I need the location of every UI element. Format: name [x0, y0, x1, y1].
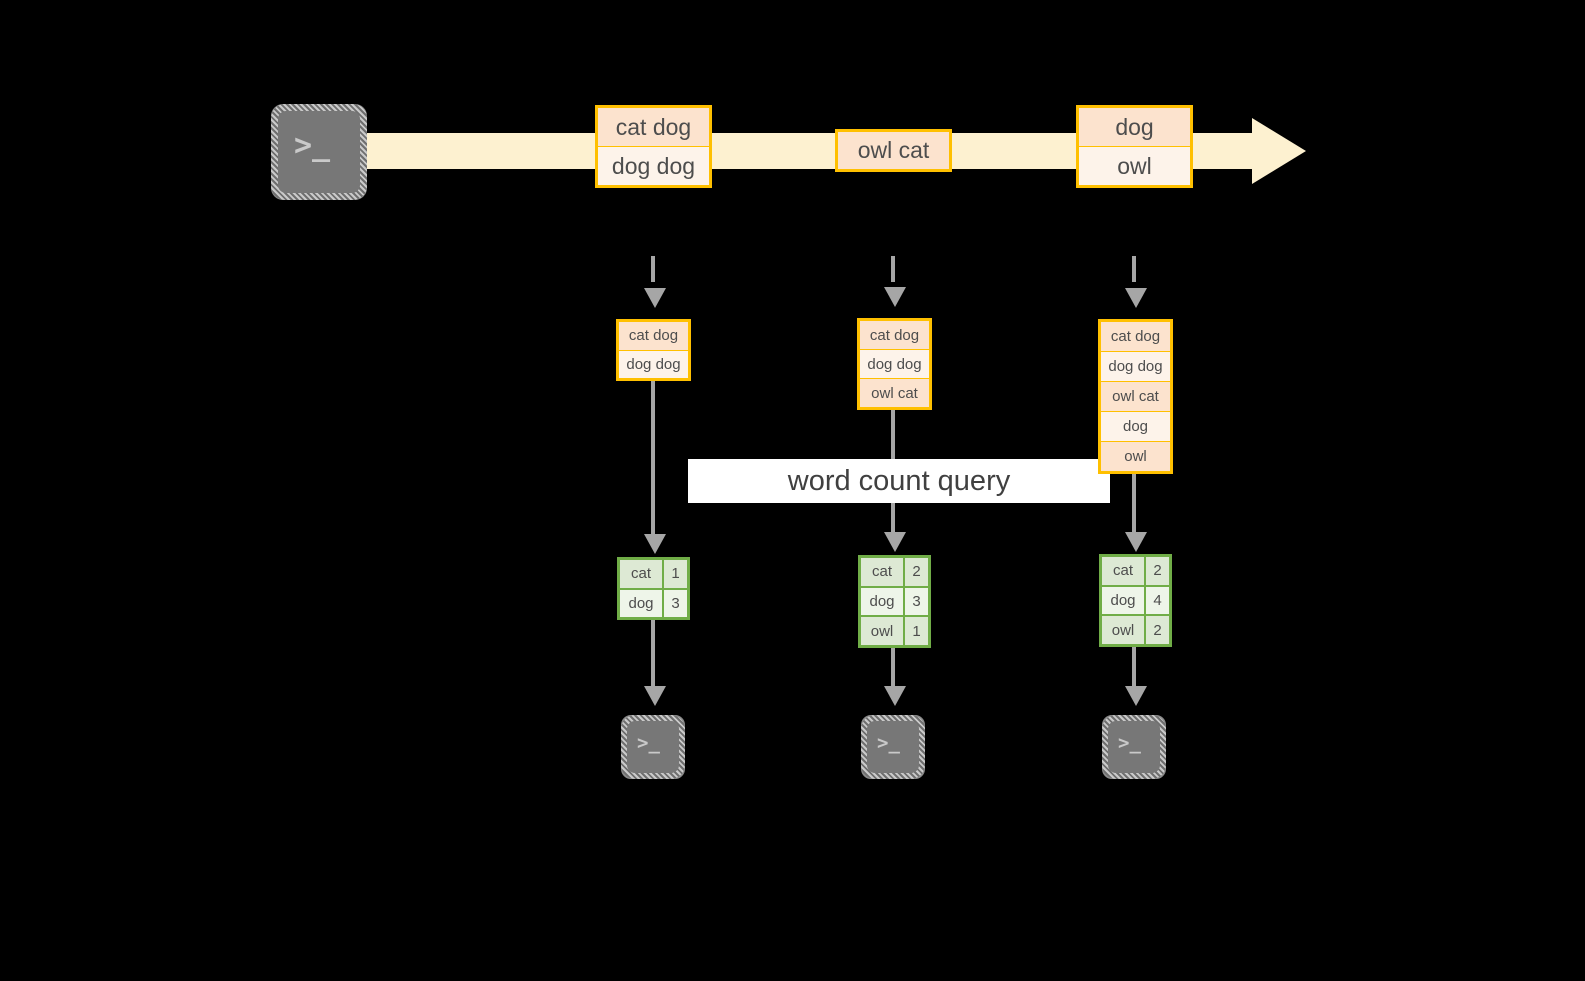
terminal-face [867, 721, 919, 773]
query-label: word count query [688, 459, 1110, 503]
accumulated-row: dog [1101, 412, 1170, 442]
sink-connector-head-1 [644, 686, 666, 706]
query-connector-head-2 [884, 532, 906, 552]
query-connector-3 [1132, 474, 1136, 532]
table-row: dog 4 [1102, 586, 1169, 617]
sink-terminal-icon-3[interactable]: >_ [1102, 715, 1166, 779]
table-row: dog 3 [620, 589, 687, 617]
table-row: cat 1 [620, 560, 687, 590]
terminal-face [1108, 721, 1160, 773]
accumulated-row: cat dog [860, 321, 929, 350]
source-terminal-icon[interactable]: >_ [271, 104, 367, 200]
accumulated-state-1[interactable]: cat dog dog dog [616, 319, 691, 381]
stream-arrowhead-icon [1252, 118, 1306, 184]
result-word: cat [861, 558, 905, 586]
feed-arrow-dash-3 [1132, 256, 1136, 282]
feed-arrow-dash-1 [651, 256, 655, 282]
result-word: dog [861, 587, 905, 616]
accumulated-row: owl [1101, 442, 1170, 471]
result-count: 2 [905, 558, 928, 586]
result-count: 4 [1146, 586, 1169, 615]
result-table-3[interactable]: cat 2 dog 4 owl 2 [1099, 554, 1172, 647]
sink-connector-1 [651, 620, 655, 686]
feed-arrow-dash-2 [891, 256, 895, 282]
accumulated-row: cat dog [619, 322, 688, 351]
sink-terminal-icon-2[interactable]: >_ [861, 715, 925, 779]
feed-arrow-head-3 [1125, 288, 1147, 308]
stream-batch-1[interactable]: cat dog dog dog [595, 105, 712, 188]
feed-arrow-head-1 [644, 288, 666, 308]
result-word: cat [620, 560, 664, 588]
result-table-1[interactable]: cat 1 dog 3 [617, 557, 690, 620]
stream-batch-3-row: owl [1079, 147, 1190, 185]
result-count: 2 [1146, 616, 1169, 645]
result-count: 1 [664, 560, 687, 588]
result-count: 2 [1146, 557, 1169, 585]
table-row: cat 2 [1102, 557, 1169, 587]
accumulated-state-2[interactable]: cat dog dog dog owl cat [857, 318, 932, 410]
result-count: 1 [905, 617, 928, 646]
result-table-2[interactable]: cat 2 dog 3 owl 1 [858, 555, 931, 648]
sink-connector-head-2 [884, 686, 906, 706]
table-row: owl 2 [1102, 616, 1169, 645]
accumulated-row: dog dog [860, 350, 929, 379]
terminal-prompt-glyph: >_ [637, 732, 660, 754]
stream-batch-1-row: cat dog [598, 108, 709, 147]
terminal-face [627, 721, 679, 773]
result-count: 3 [664, 589, 687, 617]
accumulated-row: dog dog [1101, 352, 1170, 382]
result-word: cat [1102, 557, 1146, 585]
accumulated-row: cat dog [1101, 322, 1170, 352]
result-word: dog [1102, 586, 1146, 615]
stream-batch-2-row: owl cat [838, 132, 949, 169]
result-word: owl [861, 617, 905, 646]
query-connector-1 [651, 381, 655, 534]
feed-arrow-head-2 [884, 287, 906, 307]
table-row: cat 2 [861, 558, 928, 588]
stream-batch-3-row: dog [1079, 108, 1190, 147]
stream-batch-3[interactable]: dog owl [1076, 105, 1193, 188]
query-connector-head-1 [644, 534, 666, 554]
accumulated-row: owl cat [1101, 382, 1170, 412]
query-connector-head-3 [1125, 532, 1147, 552]
stream-batch-2[interactable]: owl cat [835, 129, 952, 172]
accumulated-row: owl cat [860, 379, 929, 407]
terminal-prompt-glyph: >_ [294, 128, 331, 163]
stream-batch-1-row: dog dog [598, 147, 709, 185]
table-row: dog 3 [861, 587, 928, 618]
terminal-prompt-glyph: >_ [877, 732, 900, 754]
terminal-face [278, 111, 360, 193]
query-label-text: word count query [787, 464, 1011, 497]
accumulated-row: dog dog [619, 350, 688, 378]
table-row: owl 1 [861, 617, 928, 646]
sink-connector-head-3 [1125, 686, 1147, 706]
sink-connector-3 [1132, 647, 1136, 686]
accumulated-state-3[interactable]: cat dog dog dog owl cat dog owl [1098, 319, 1173, 474]
sink-terminal-icon-1[interactable]: >_ [621, 715, 685, 779]
result-count: 3 [905, 587, 928, 616]
result-word: owl [1102, 616, 1146, 645]
sink-connector-2 [891, 648, 895, 686]
terminal-prompt-glyph: >_ [1118, 732, 1141, 754]
result-word: dog [620, 589, 664, 617]
